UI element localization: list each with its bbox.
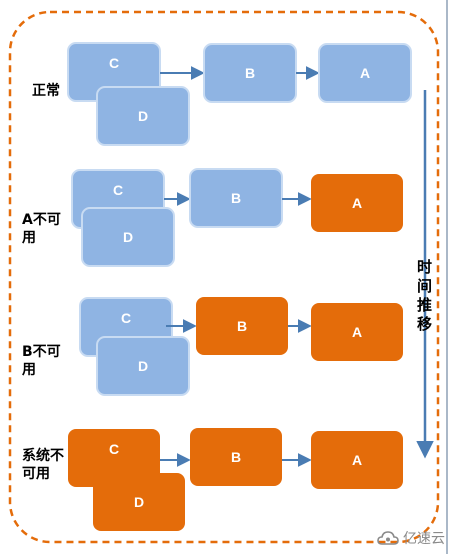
node-label: A [360,65,370,81]
node-box [311,174,403,232]
node-label: C [109,55,119,71]
node-label: B [231,449,241,465]
node-c-row-4: C [68,429,160,487]
node-b-row-3: B [196,297,288,355]
node-b-row-4: B [190,428,282,486]
node-d-row-4: D [93,473,185,531]
scenario-row-3: C D B A [79,297,403,396]
scenario-row-4: C D B A [68,428,403,531]
node-a-row-1: A [318,43,412,103]
watermark: 亿速云 [377,528,445,548]
node-label: D [138,358,148,374]
node-box [311,303,403,361]
node-box [93,473,185,531]
scenario-row-2: C D B A [71,168,403,267]
node-a-row-2: A [311,174,403,232]
node-box [311,431,403,489]
watermark-text: 亿速云 [403,531,445,547]
node-label: A [352,195,362,211]
node-d-row-2: D [81,207,175,267]
node-label: D [134,494,144,510]
dashed-frame [8,10,440,544]
scenario-label-a-unavailable: A不可用 [22,212,61,246]
node-d-row-1: D [96,86,190,146]
node-box [190,428,282,486]
node-box [68,429,160,487]
node-b-row-2: B [189,168,283,228]
cloud-logo-icon [377,531,399,545]
node-a-row-3: A [311,303,403,361]
node-box [318,43,412,103]
time-axis-label: 时间推移 [417,258,433,333]
scenario-label-system-unavailable: 系统不可用 [22,448,64,482]
node-b-row-1: B [203,43,297,103]
node-a-row-4: A [311,431,403,489]
node-box [96,86,190,146]
node-label: B [245,65,255,81]
node-box [196,297,288,355]
scenario-label-b-unavailable: B不可用 [22,344,61,378]
node-label: A [352,452,362,468]
node-label: C [113,182,123,198]
scenario-row-1: C D B A [67,42,412,146]
scenario-label-normal: 正常 [32,83,60,99]
node-label: B [231,190,241,206]
node-label: D [123,229,133,245]
node-label: A [352,324,362,340]
node-label: C [121,310,131,326]
node-box [96,336,190,396]
node-label: C [109,441,119,457]
node-box [81,207,175,267]
node-label: D [138,108,148,124]
node-label: B [237,318,247,334]
node-d-row-3: D [96,336,190,396]
